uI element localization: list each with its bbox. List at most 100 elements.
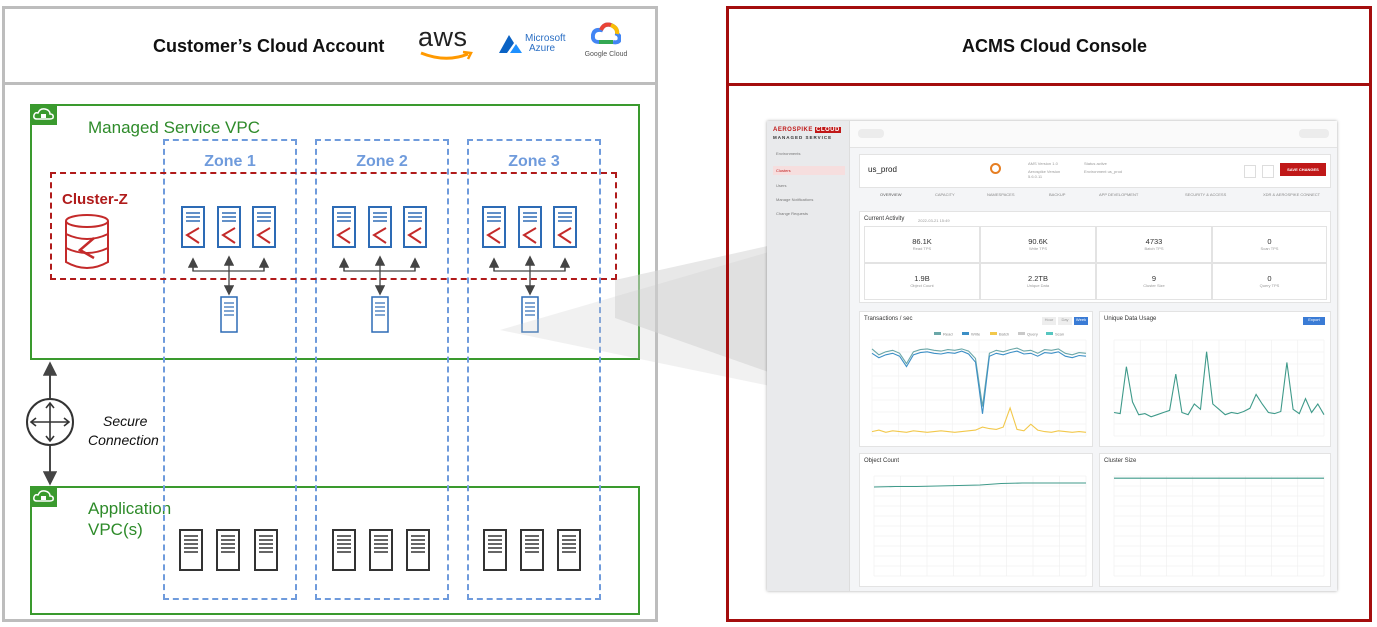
cluster-status: Status active [1084, 161, 1107, 166]
application-vpc-label-line2: VPC(s) [88, 520, 143, 539]
range-day-button[interactable]: Day [1058, 317, 1072, 325]
nav-environments[interactable]: Environments [776, 151, 801, 156]
legend-label: Query [1027, 332, 1038, 337]
object-count-chart-card: Object Count [859, 453, 1093, 587]
metric-label: Cluster Size [1143, 283, 1165, 288]
unique-data-line [1113, 351, 1325, 418]
batch-series-line [871, 406, 1087, 433]
topbar-search[interactable] [858, 129, 884, 138]
topology-diagram [26, 206, 581, 571]
legend-swatch [962, 332, 969, 335]
metric-value: 86.1K [912, 237, 932, 246]
current-activity-time: 2022-03-21 15:49 [918, 218, 950, 223]
export-button[interactable]: Export [1303, 317, 1325, 325]
tab-namespaces[interactable]: NAMESPACES [987, 192, 1015, 197]
zone-3-label: Zone 3 [508, 153, 560, 170]
legend-swatch [990, 332, 997, 335]
legend-label: Batch [999, 332, 1009, 337]
range-week-button[interactable]: Week [1074, 317, 1088, 325]
metric-label: Write TPS [1028, 246, 1048, 251]
cluster-environment: Environment us_prod [1084, 169, 1123, 174]
ams-version: AMS Version 1.0 [1028, 161, 1058, 166]
edit-icon[interactable] [1244, 165, 1256, 178]
nav-change-requests[interactable]: Change Requests [776, 211, 809, 216]
azure-text-bottom: Azure [529, 43, 556, 54]
legend-swatch [934, 332, 941, 335]
google-cloud-icon [590, 22, 622, 45]
nav-manage-notifications[interactable]: Manage Notifications [776, 197, 814, 202]
application-vpc-label-line1: Application [88, 499, 172, 518]
metric-value: 2.2TB [1027, 274, 1048, 283]
topbar-user-menu[interactable] [1299, 129, 1329, 138]
vpc-cloud-icon [30, 486, 57, 507]
legend-label: Read [943, 332, 953, 337]
cluster-z-label: Cluster-Z [62, 191, 128, 208]
acms-console-header [729, 9, 1369, 86]
logo-subtitle: MANAGED SERVICE [773, 135, 833, 140]
google-cloud-text: Google Cloud [584, 51, 628, 58]
metric-label: Query TPS [1259, 283, 1280, 288]
tab-backup[interactable]: BACKUP [1049, 192, 1066, 197]
tab-xdr-connect[interactable]: XDR & AEROSPIKE CONNECT [1263, 192, 1321, 197]
metric-value: 0 [1267, 237, 1272, 246]
zone-1: Zone 1 [163, 139, 297, 600]
nav-users[interactable]: Users [776, 183, 787, 188]
legend-swatch [1018, 332, 1025, 335]
zone-3: Zone 3 [467, 139, 601, 600]
aerospike-version: Aerospike Version 5.6.0.11 [1028, 169, 1061, 179]
metric-value: 9 [1151, 274, 1157, 283]
aws-logo-text: aws [418, 22, 468, 52]
tab-overview[interactable]: OVERVIEW [880, 192, 902, 197]
object-count-line [873, 482, 1086, 488]
acms-console-title: ACMS Cloud Console [962, 36, 1147, 56]
logo-cloud-badge: CLOUD [815, 127, 841, 133]
metric-label: Unique Data [1026, 283, 1050, 288]
cluster-header-card: us_prod AMS Version 1.0 Aerospike Versio… [859, 154, 1331, 188]
zone-2: Zone 2 [315, 139, 449, 600]
cluster-size-chart-title: Cluster Size [1104, 458, 1137, 464]
cluster-name: us_prod [868, 165, 897, 174]
tab-app-development[interactable]: APP DEVELOPMENT [1099, 192, 1139, 197]
application-vpc-label: Application VPC(s) [88, 498, 171, 540]
cluster-size-chart-card: Cluster Size [1099, 453, 1331, 587]
tab-capacity[interactable]: CAPACITY [935, 192, 955, 197]
current-activity-title: Current Activity [864, 216, 905, 222]
azure-icon [499, 35, 522, 53]
secure-connection-line2: Connection [88, 432, 159, 448]
unique-data-chart-title: Unique Data Usage [1104, 316, 1157, 322]
object-count-chart [873, 475, 1087, 577]
metric-value: 4733 [1145, 237, 1163, 246]
logo-text: AEROSPIKE [773, 127, 813, 133]
range-hour-button[interactable]: Hour [1042, 317, 1056, 325]
copy-icon[interactable] [1262, 165, 1274, 178]
console-screenshot: AEROSPIKE CLOUD MANAGED SERVICE Environm… [767, 121, 1337, 591]
customer-cloud-title: Customer’s Cloud Account [153, 36, 385, 56]
save-changes-button[interactable]: SAVE CHANGES [1280, 163, 1326, 176]
status-ring-icon [990, 163, 1001, 174]
metric-value: 90.6K [1028, 237, 1048, 246]
acms-console-frame [726, 6, 1372, 622]
aws-smile-icon [420, 50, 473, 60]
zone-2-label: Zone 2 [356, 153, 408, 170]
tab-security-access[interactable]: SECURITY & ACCESS [1185, 192, 1227, 197]
azure-text-top: Microsoft [525, 33, 566, 44]
application-vpc [30, 486, 640, 615]
metric-value: 0 [1267, 274, 1272, 283]
legend-swatch [1046, 332, 1053, 335]
managed-service-vpc [30, 104, 640, 360]
customer-cloud-header [5, 9, 655, 85]
vpc-cloud-icon [30, 104, 57, 125]
nav-clusters[interactable]: Clusters [773, 166, 845, 175]
console-logo: AEROSPIKE CLOUD [773, 127, 841, 133]
write-series-line [871, 350, 1087, 414]
tps-chart-title: Transactions / sec [864, 316, 913, 322]
aws-logo: aws [418, 22, 473, 60]
secure-connection-line1: Secure [103, 413, 148, 429]
google-cloud-logo: Google Cloud [584, 22, 628, 58]
